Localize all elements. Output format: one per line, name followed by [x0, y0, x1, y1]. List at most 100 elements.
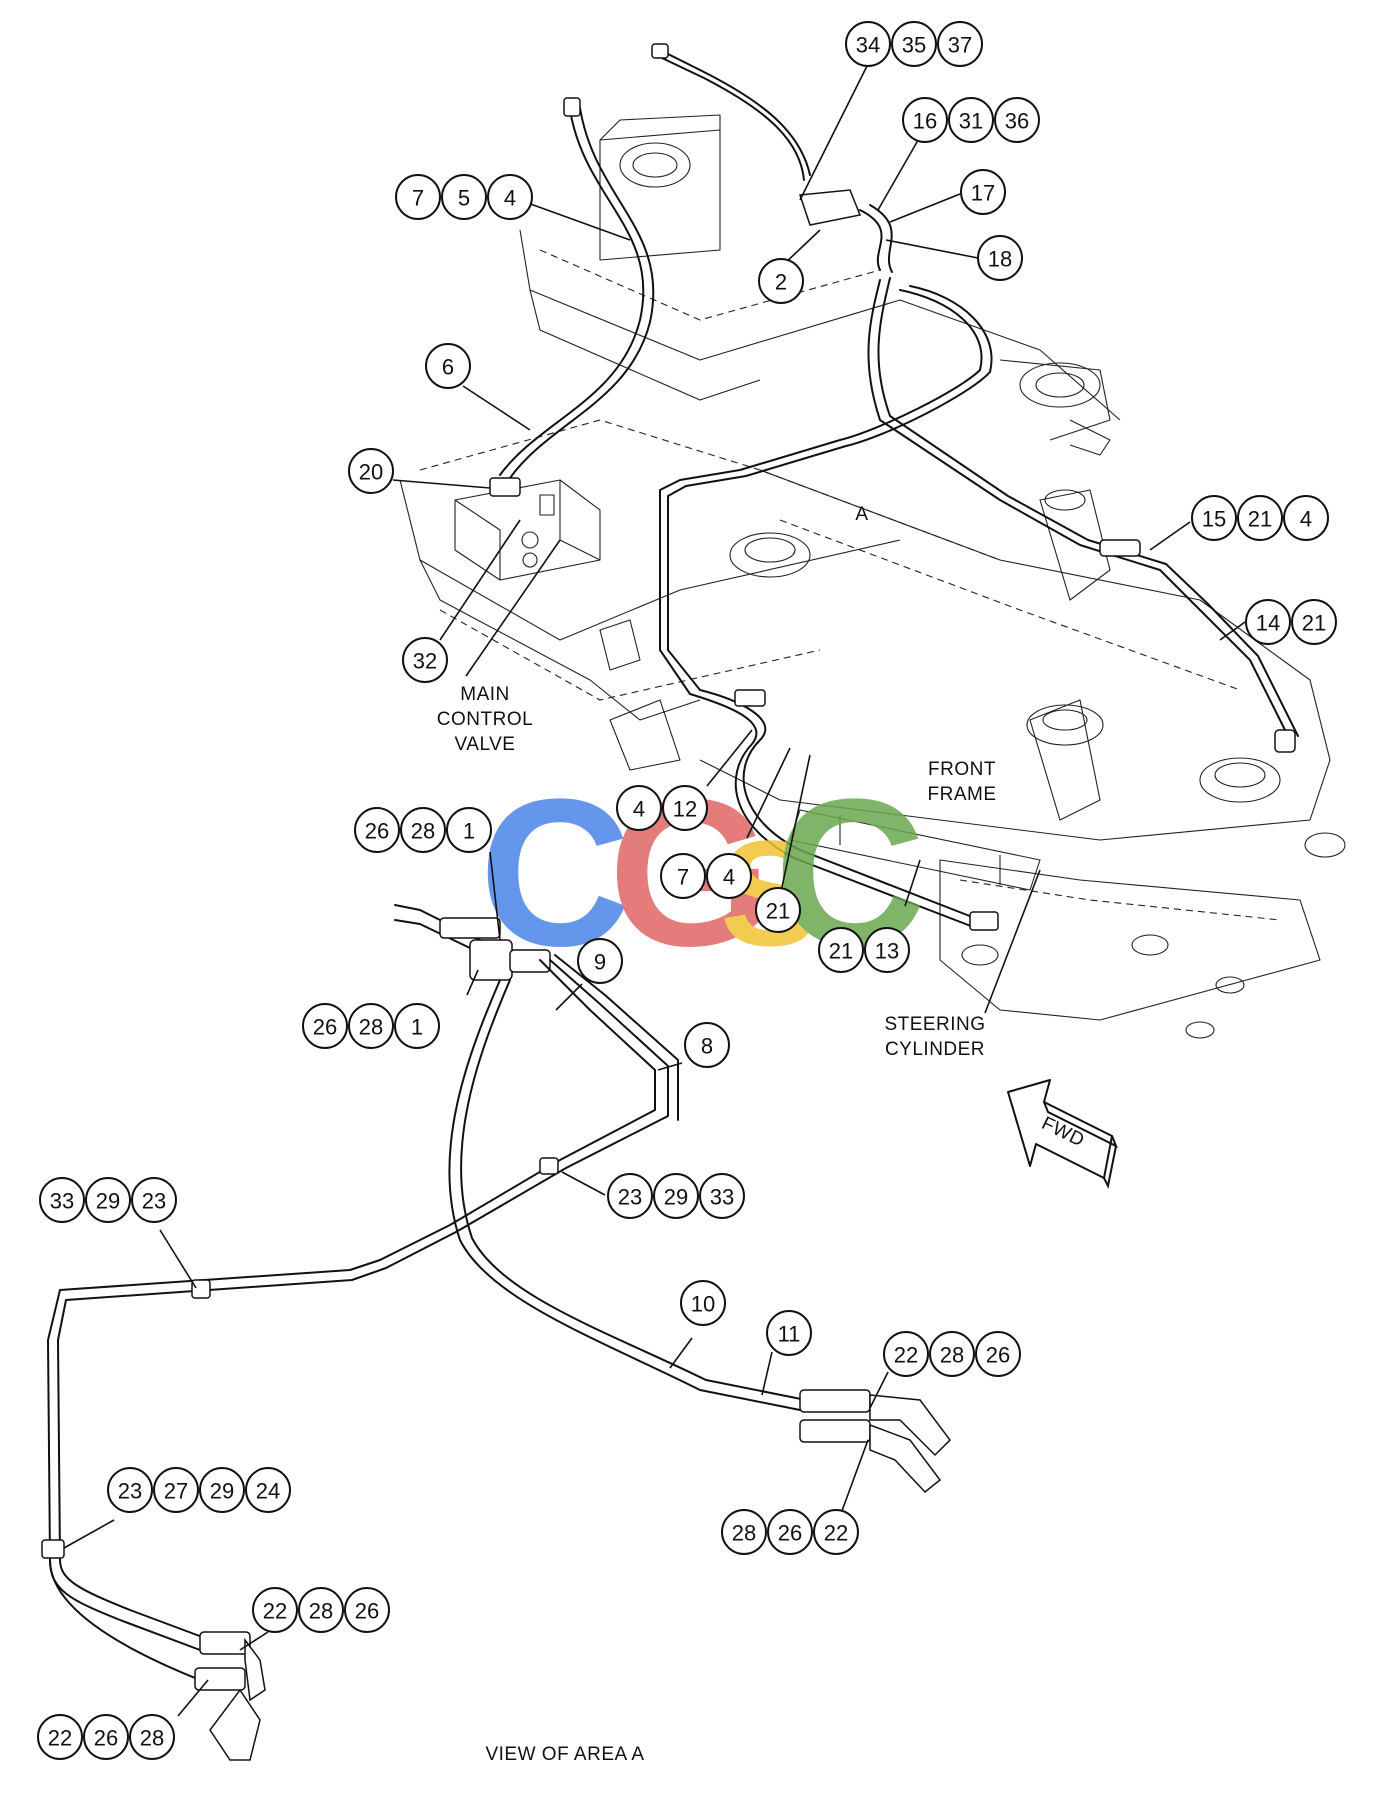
steering-cylinder-label-1: STEERING: [884, 1014, 985, 1035]
callout-number: 29: [96, 1189, 120, 1214]
callout-number: 4: [1300, 507, 1312, 532]
upper-hoses: [489, 43, 1299, 931]
callout-balloon: [662, 785, 708, 831]
callout-balloon: [706, 853, 752, 899]
callout-balloon: [245, 1467, 291, 1513]
callout-balloon: [864, 927, 910, 973]
callout-number: 29: [210, 1479, 234, 1504]
main-control-valve-label-2: CONTROL: [437, 709, 533, 730]
callout-group-6: 6: [425, 343, 471, 389]
callout-balloon: [344, 1587, 390, 1633]
callout-number: 22: [894, 1343, 918, 1368]
callout-balloon: [680, 1280, 726, 1326]
callout-group-18: 18: [977, 235, 1023, 281]
callout-balloon: [348, 1003, 394, 1049]
callout-number: 23: [142, 1189, 166, 1214]
callout-number: 32: [413, 649, 437, 674]
callout-number: 28: [309, 1599, 333, 1624]
callout-balloon: [37, 1714, 83, 1760]
callout-number: 21: [829, 939, 853, 964]
callout-balloon: [487, 174, 533, 220]
callout-balloon: [395, 174, 441, 220]
callout-number: 28: [411, 819, 435, 844]
callout-balloon: [1237, 495, 1283, 541]
view-caption: VIEW OF AREA A: [485, 1744, 644, 1765]
callout-balloon: [39, 1177, 85, 1223]
diagram-labels: A MAIN CONTROL VALVE FRONT FRAME STEERIN…: [437, 504, 997, 1765]
callout-number: 7: [677, 865, 689, 890]
callout-number: 4: [504, 186, 516, 211]
callout-number: 28: [359, 1015, 383, 1040]
callout-number: 7: [412, 186, 424, 211]
callout-balloon: [818, 927, 864, 973]
callout-number: 12: [673, 797, 697, 822]
callout-number: 5: [458, 186, 470, 211]
callout-number: 31: [959, 109, 983, 134]
callout-balloon: [85, 1177, 131, 1223]
callout-balloon: [302, 1003, 348, 1049]
callout-balloon: [975, 1331, 1021, 1377]
callout-number: 35: [902, 33, 926, 58]
callout-balloon: [107, 1467, 153, 1513]
callout-balloon: [1191, 495, 1237, 541]
callout-number: 33: [710, 1185, 734, 1210]
callout-group-16-31-36: 16 31 36: [902, 97, 1040, 143]
callout-number: 4: [723, 865, 735, 890]
callout-group-26-28-1-top: 26 28 1: [354, 807, 492, 853]
callout-number: 36: [1005, 109, 1029, 134]
fwd-arrow: FWD: [1007, 1079, 1118, 1190]
callout-number: 26: [365, 819, 389, 844]
callout-number: 24: [256, 1479, 280, 1504]
callout-number: 21: [1302, 611, 1326, 636]
callout-number: 18: [988, 247, 1012, 272]
callout-balloon: [948, 97, 994, 143]
main-control-valve-label-1: MAIN: [460, 684, 510, 705]
callout-number: 28: [940, 1343, 964, 1368]
callout-balloon: [653, 1173, 699, 1219]
callout-number: 16: [913, 109, 937, 134]
callout-balloon: [607, 1173, 653, 1219]
callout-group-22-28-26-right: 22 28 26: [883, 1331, 1021, 1377]
callout-number: 1: [463, 819, 475, 844]
callout-balloon: [402, 637, 448, 683]
callout-balloon: [845, 21, 891, 67]
callout-number: 20: [359, 460, 383, 485]
callout-balloon: [929, 1331, 975, 1377]
callout-balloon: [721, 1509, 767, 1555]
callout-group-21: 21: [755, 887, 801, 933]
callout-number: 11: [778, 1322, 801, 1347]
callout-number: 26: [355, 1599, 379, 1624]
callout-number: 17: [971, 181, 995, 206]
callout-number: 9: [594, 950, 606, 975]
callout-balloon: [354, 807, 400, 853]
callout-balloon: [394, 1003, 440, 1049]
callout-balloon: [977, 235, 1023, 281]
callout-balloon: [1291, 599, 1337, 645]
callout-number: 27: [164, 1479, 188, 1504]
callout-number: 15: [1202, 507, 1226, 532]
callout-balloon: [813, 1509, 859, 1555]
callout-balloon: [767, 1509, 813, 1555]
callout-number: 1: [411, 1015, 423, 1040]
callout-balloon: [755, 887, 801, 933]
callout-group-2: 2: [758, 258, 804, 304]
callout-number: 2: [775, 270, 787, 295]
callout-number: 10: [691, 1292, 715, 1317]
callout-number: 26: [986, 1343, 1010, 1368]
callout-balloon: [902, 97, 948, 143]
callout-balloon: [883, 1331, 929, 1377]
callout-number: 22: [48, 1726, 72, 1751]
callout-group-7-5-4: 7 5 4: [395, 174, 533, 220]
front-frame-label-2: FRAME: [928, 784, 997, 805]
